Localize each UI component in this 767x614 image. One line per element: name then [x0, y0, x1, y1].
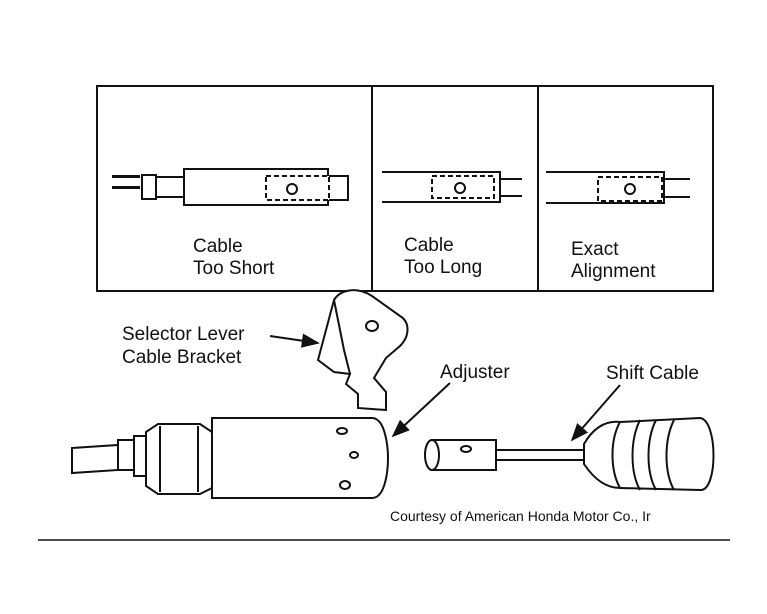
panel-too-short-illustration [112, 168, 349, 206]
alignment-inset [96, 85, 714, 292]
label-too-long-line1: Cable [404, 235, 454, 256]
callout-bracket-line1: Selector Lever [122, 324, 245, 345]
panel-too-long-illustration [382, 171, 522, 203]
adjuster-pin [424, 439, 584, 471]
adjuster-sleeve [211, 417, 390, 499]
shift-cable-boot [583, 416, 715, 492]
selector-lever-cable-bracket [316, 289, 409, 412]
callout-adjuster: Adjuster [440, 362, 510, 383]
label-too-long-line2: Too Long [404, 257, 483, 278]
label-exact-line2: Alignment [571, 261, 656, 282]
label-too-short-line1: Cable [193, 236, 243, 257]
callout-arrows [269, 333, 621, 442]
callout-shift-cable: Shift Cable [606, 363, 699, 384]
label-too-short-line2: Too Short [193, 258, 275, 279]
shifter-side-cable [71, 423, 213, 495]
label-exact-line1: Exact [571, 239, 619, 260]
courtesy-credit: Courtesy of American Honda Motor Co., Ir [390, 508, 651, 524]
panel-exact-alignment-illustration [546, 171, 690, 204]
callout-bracket-line2: Cable Bracket [122, 347, 242, 368]
